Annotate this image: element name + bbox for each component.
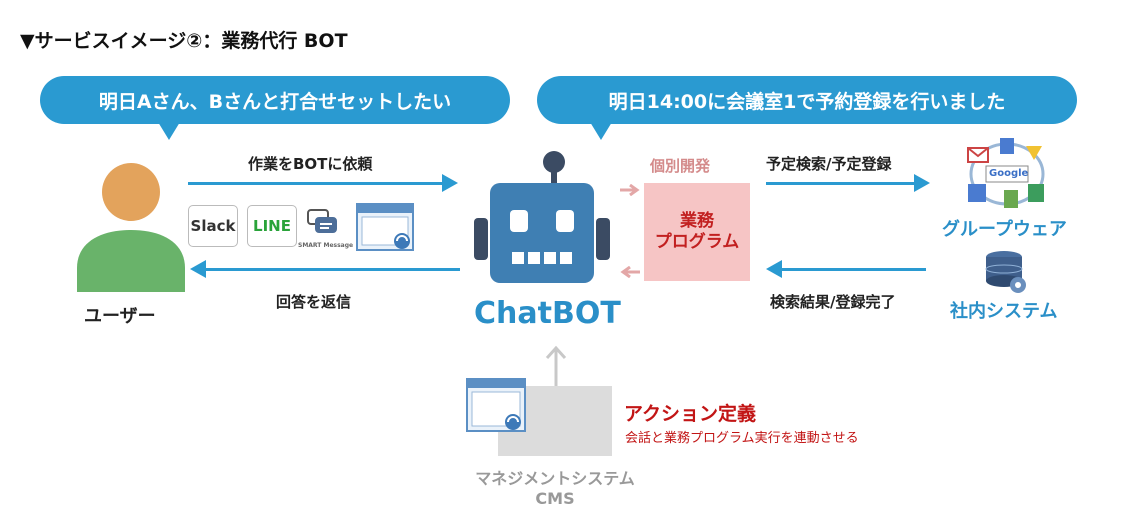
cms-name-line1: マネジメントシステム <box>475 469 635 488</box>
line-label: LINE <box>253 217 291 235</box>
request-label: 作業をBOTに依頼 <box>248 155 373 173</box>
user-speech-text: 明日Aさん、Bさんと打合せセットしたい <box>98 90 452 113</box>
search-arrow <box>766 182 916 185</box>
pink-arrow-right-icon <box>620 184 640 196</box>
search-label: 予定検索/予定登録 <box>766 155 892 173</box>
chatbot-label: ChatBOT <box>474 296 621 331</box>
groupware-icon <box>967 138 1045 208</box>
search-arrow-head <box>914 174 930 192</box>
cms-name-line2: CMS <box>535 489 575 508</box>
program-line2: プログラム <box>654 232 740 252</box>
result-arrow-head <box>766 260 782 278</box>
line-app-chip: LINE <box>247 205 297 247</box>
google-text: Google <box>989 168 1029 179</box>
slack-app-chip: Slack <box>188 205 238 247</box>
reply-label: 回答を返信 <box>276 293 352 311</box>
user-avatar-icon <box>77 163 185 292</box>
cms-up-arrow-icon <box>545 345 567 386</box>
user-bubble-tail <box>158 122 180 140</box>
bot-speech-text: 明日14:00に会議室1で予約登録を行いました <box>608 90 1006 113</box>
bot-bubble-tail <box>590 122 612 140</box>
groupware-label: グループウェア <box>942 219 1067 240</box>
program-line1: 業務 <box>680 210 714 231</box>
result-label: 検索結果/登録完了 <box>770 293 896 311</box>
smart-message-icon <box>307 209 337 233</box>
bot-speech-bubble: 明日14:00に会議室1で予約登録を行いました <box>537 76 1077 124</box>
action-definition-title: アクション定義 <box>624 403 757 425</box>
custom-dev-label: 個別開発 <box>650 157 711 175</box>
business-program-box: 業務 プログラム <box>644 183 750 281</box>
user-speech-bubble: 明日Aさん、Bさんと打合せセットしたい <box>40 76 510 124</box>
page-title: ▼サービスイメージ②：業務代行 BOT <box>20 30 348 52</box>
cms-window-icon <box>466 378 526 432</box>
request-arrow <box>188 182 443 185</box>
web-window-icon <box>356 203 414 251</box>
reply-arrow-head <box>190 260 206 278</box>
database-icon <box>985 251 1026 293</box>
robot-icon <box>474 151 610 283</box>
smart-message-label: SMART Message <box>298 242 354 249</box>
result-arrow <box>781 268 926 271</box>
slack-label: Slack <box>190 217 236 235</box>
reply-arrow <box>205 268 460 271</box>
action-definition-sub: 会話と業務プログラム実行を連動させる <box>625 431 859 446</box>
request-arrow-head <box>442 174 458 192</box>
user-label: ユーザー <box>84 306 156 327</box>
pink-arrow-left-icon <box>620 266 640 278</box>
internal-system-label: 社内システム <box>950 301 1058 322</box>
